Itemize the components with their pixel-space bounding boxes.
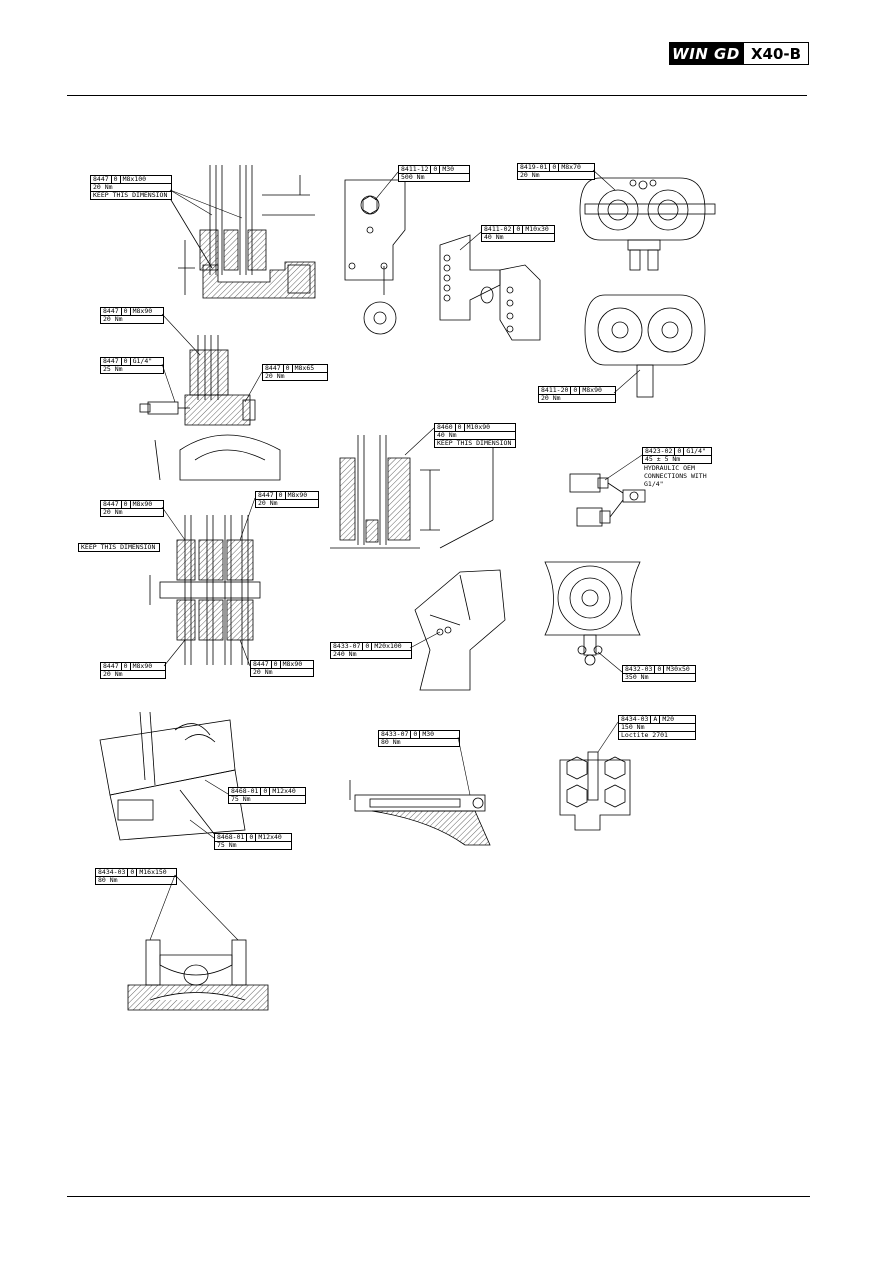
header-rule [67, 95, 807, 96]
drawing-3-bolted-bracket [439, 234, 541, 341]
drawing-8-hydraulic-fittings [569, 473, 646, 527]
drawing-4-twin-pump [579, 177, 716, 271]
drawing-9-stacked-section [149, 515, 261, 665]
drawing-5-pump-front [584, 294, 706, 398]
drawing-10-cylinder-housing [544, 561, 641, 666]
drawing-14-bolted-plate [559, 751, 631, 831]
hydraulic-note: HYDRAULIC OEM CONNECTIONS WITH G1/4" [644, 464, 707, 488]
drawing-6-flange-section [139, 335, 281, 481]
wingd-logo: WIN GD [669, 42, 743, 65]
drawing-12-frame-assembly [99, 711, 246, 841]
drawing-7-sleeve-section [330, 435, 494, 549]
drawing-15-cover-section [127, 939, 269, 1011]
engine-model-label: X40-B [743, 42, 809, 65]
drawing-1-sectional [167, 165, 316, 299]
drawing-11-isometric-bracket [414, 569, 506, 691]
drawing-13-bar-assembly [349, 780, 491, 846]
footer-rule [67, 1196, 810, 1197]
tag-t12: KEEP THIS DIMENSION [78, 543, 160, 552]
